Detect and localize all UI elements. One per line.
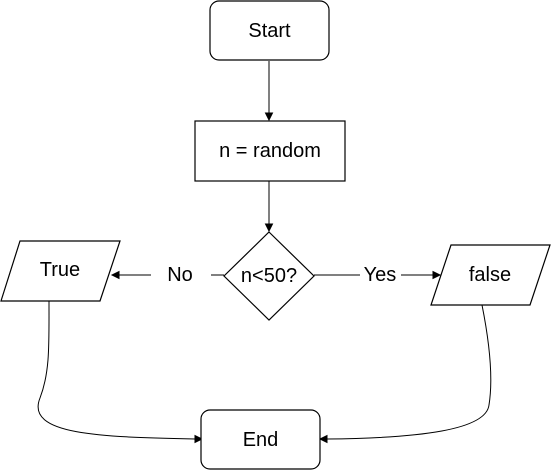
arrowhead-assign-to-decision xyxy=(264,223,274,233)
true-output-node: True xyxy=(0,240,121,302)
true-output-shape xyxy=(0,240,121,302)
start-node: Start xyxy=(209,0,330,61)
arrowhead-false-to-end xyxy=(318,434,328,444)
false-output-shape xyxy=(430,244,551,306)
assign-shape xyxy=(194,120,346,182)
false-output-label: false xyxy=(469,264,511,286)
start-shape xyxy=(209,0,330,61)
true-output-label: True xyxy=(40,259,80,281)
arrowhead-true-to-end xyxy=(194,434,204,444)
end-node: End xyxy=(200,409,321,470)
end-shape xyxy=(200,409,321,470)
decision-node: n<50? xyxy=(223,231,315,321)
start-label: Start xyxy=(248,20,291,42)
arrowhead-start-to-assign xyxy=(264,112,274,122)
arrowhead-decision-to-true xyxy=(110,270,120,280)
yes-edge-label: Yes xyxy=(364,264,397,286)
decision-label: n<50? xyxy=(241,265,297,287)
assign-node: n = random xyxy=(194,120,346,182)
false-output-node: false xyxy=(430,244,551,306)
assign-label: n = random xyxy=(219,140,321,162)
decision-shape xyxy=(223,231,315,321)
no-edge-label: No xyxy=(167,264,193,286)
edge-false-to-end xyxy=(326,304,492,440)
arrowhead-decision-to-false xyxy=(432,270,442,280)
end-label: End xyxy=(243,429,279,451)
connectors xyxy=(37,61,492,444)
edge-true-to-end xyxy=(37,300,196,440)
